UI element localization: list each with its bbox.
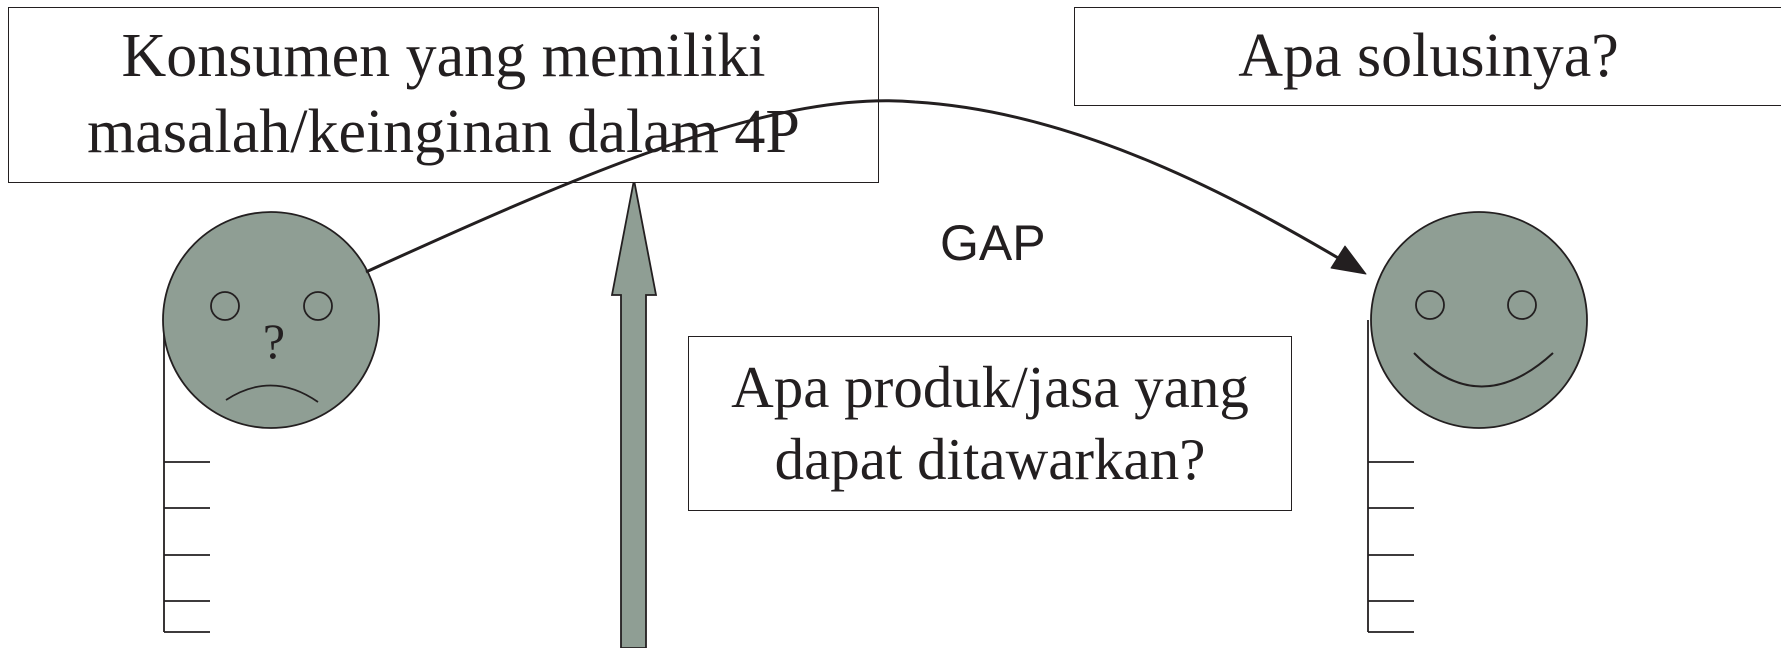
up-arrow-icon [610,179,658,648]
solution-text: Apa solusinya? [1238,21,1619,90]
solution-box: Apa solusinya? [1074,7,1781,106]
offer-text: Apa produk/jasa yang dapat ditawarkan? [731,353,1249,492]
left-bar-gauge-icon [163,320,210,633]
gap-label: GAP [940,215,1046,271]
right-bar-gauge-icon [1367,320,1414,633]
consumer-problem-text: Konsumen yang memiliki masalah/keinginan… [87,22,800,166]
consumer-problem-box: Konsumen yang memiliki masalah/keinginan… [8,7,879,183]
offer-box: Apa produk/jasa yang dapat ditawarkan? [688,336,1292,511]
